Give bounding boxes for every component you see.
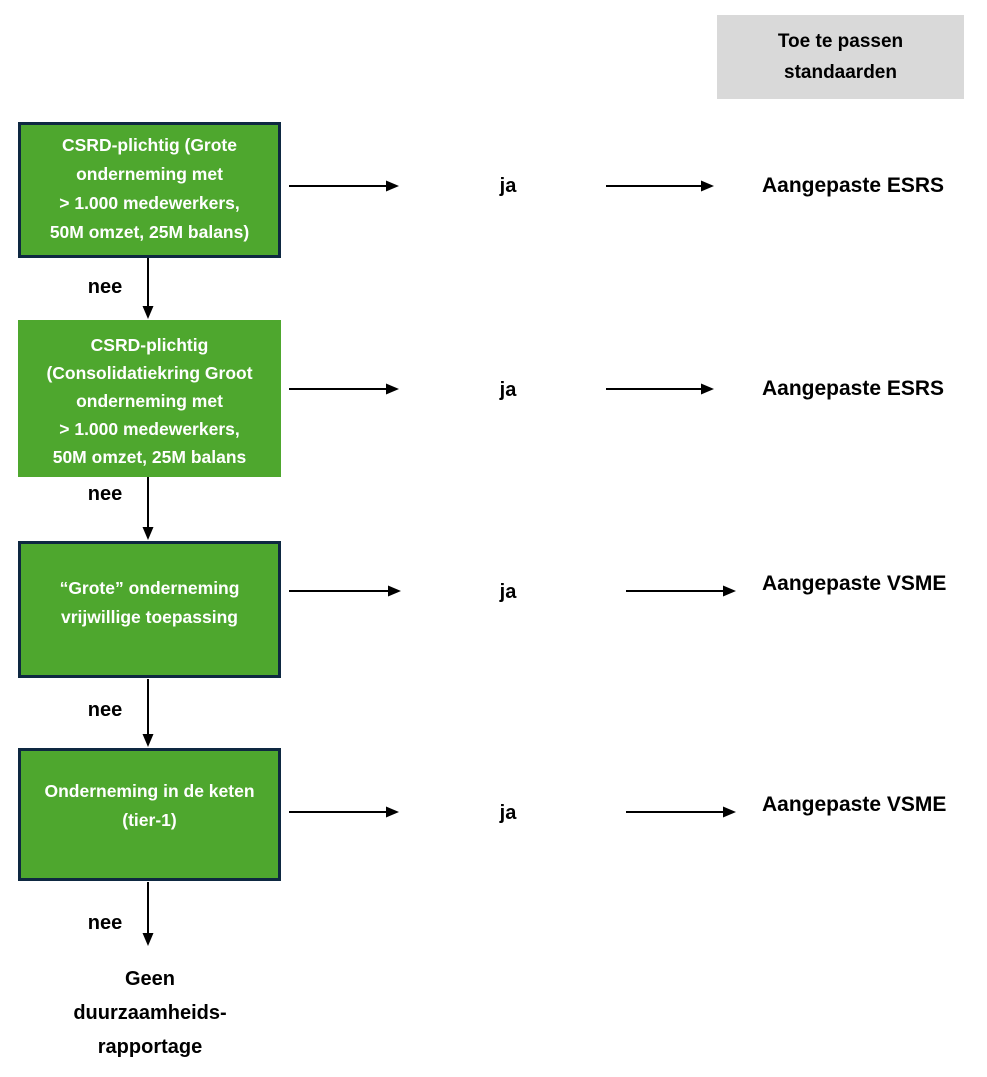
nee-label-4: nee [87,912,123,934]
decision-box-line: 50M omzet, 25M balans) [49,222,250,242]
arrow-right-row1-a [289,180,399,192]
final-outcome-line: Geen [124,968,176,990]
final-outcome-geen-rapportage: Geen duurzaamheids- rapportage [28,962,272,1064]
arrow-right-row4-b [626,806,736,818]
decision-box-line: > 1.000 medewerkers, [59,193,240,213]
arrow-right-row2-a [289,383,399,395]
arrow-down-3 [142,679,154,747]
decision-box-line: onderneming met [76,164,223,184]
arrow-down-4 [142,882,154,946]
result-aangepaste-vsme-1: Aangepaste VSME [762,572,947,595]
ja-label-row4: ja [499,802,517,824]
arrow-right-row4-a [289,806,399,818]
ja-label-row3: ja [499,581,517,603]
nee-label-1: nee [87,276,123,298]
arrow-down-1 [142,258,154,319]
standards-header-line: Toe te passen [777,31,904,52]
decision-box-csrd-consolidatiekring: CSRD-plichtig (Consolidatiekring Groot o… [18,320,281,477]
arrow-down-2 [142,477,154,540]
standards-header: Toe te passen standaarden [717,15,964,99]
ja-label-row1: ja [499,175,517,197]
decision-box-line: vrijwillige toepassing [61,607,238,627]
result-aangepaste-vsme-2: Aangepaste VSME [762,793,947,816]
final-outcome-line: rapportage [97,1036,203,1058]
standards-header-line: standaarden [784,62,897,83]
decision-box-line: > 1.000 medewerkers, [59,419,240,439]
decision-box-line: “Grote” onderneming [59,578,240,598]
decision-box-line: (Consolidatiekring Groot [46,363,253,383]
result-aangepaste-esrs-2: Aangepaste ESRS [762,377,945,400]
decision-box-line: onderneming met [76,391,223,411]
nee-label-3: nee [87,699,123,721]
arrow-right-row3-b [626,585,736,597]
decision-box-line: 50M omzet, 25M balans [52,447,247,467]
decision-box-line: CSRD-plichtig (Grote [62,135,237,155]
final-outcome-line: duurzaamheids- [73,1002,227,1024]
decision-box-onderneming-keten: Onderneming in de keten (tier-1) [18,748,281,881]
arrow-right-row3-a [289,585,401,597]
decision-box-line: (tier-1) [122,810,177,830]
ja-label-row2: ja [499,379,517,401]
decision-box-line: CSRD-plichtig [90,335,209,355]
decision-box-line: Onderneming in de keten [44,781,255,801]
arrow-right-row1-b [606,180,714,192]
nee-label-2: nee [87,483,123,505]
result-aangepaste-esrs-1: Aangepaste ESRS [762,174,945,197]
decision-box-vrijwillige-toepassing: “Grote” onderneming vrijwillige toepassi… [18,541,281,678]
arrow-right-row2-b [606,383,714,395]
decision-box-csrd-grote-onderneming: CSRD-plichtig (Grote onderneming met > 1… [18,122,281,258]
